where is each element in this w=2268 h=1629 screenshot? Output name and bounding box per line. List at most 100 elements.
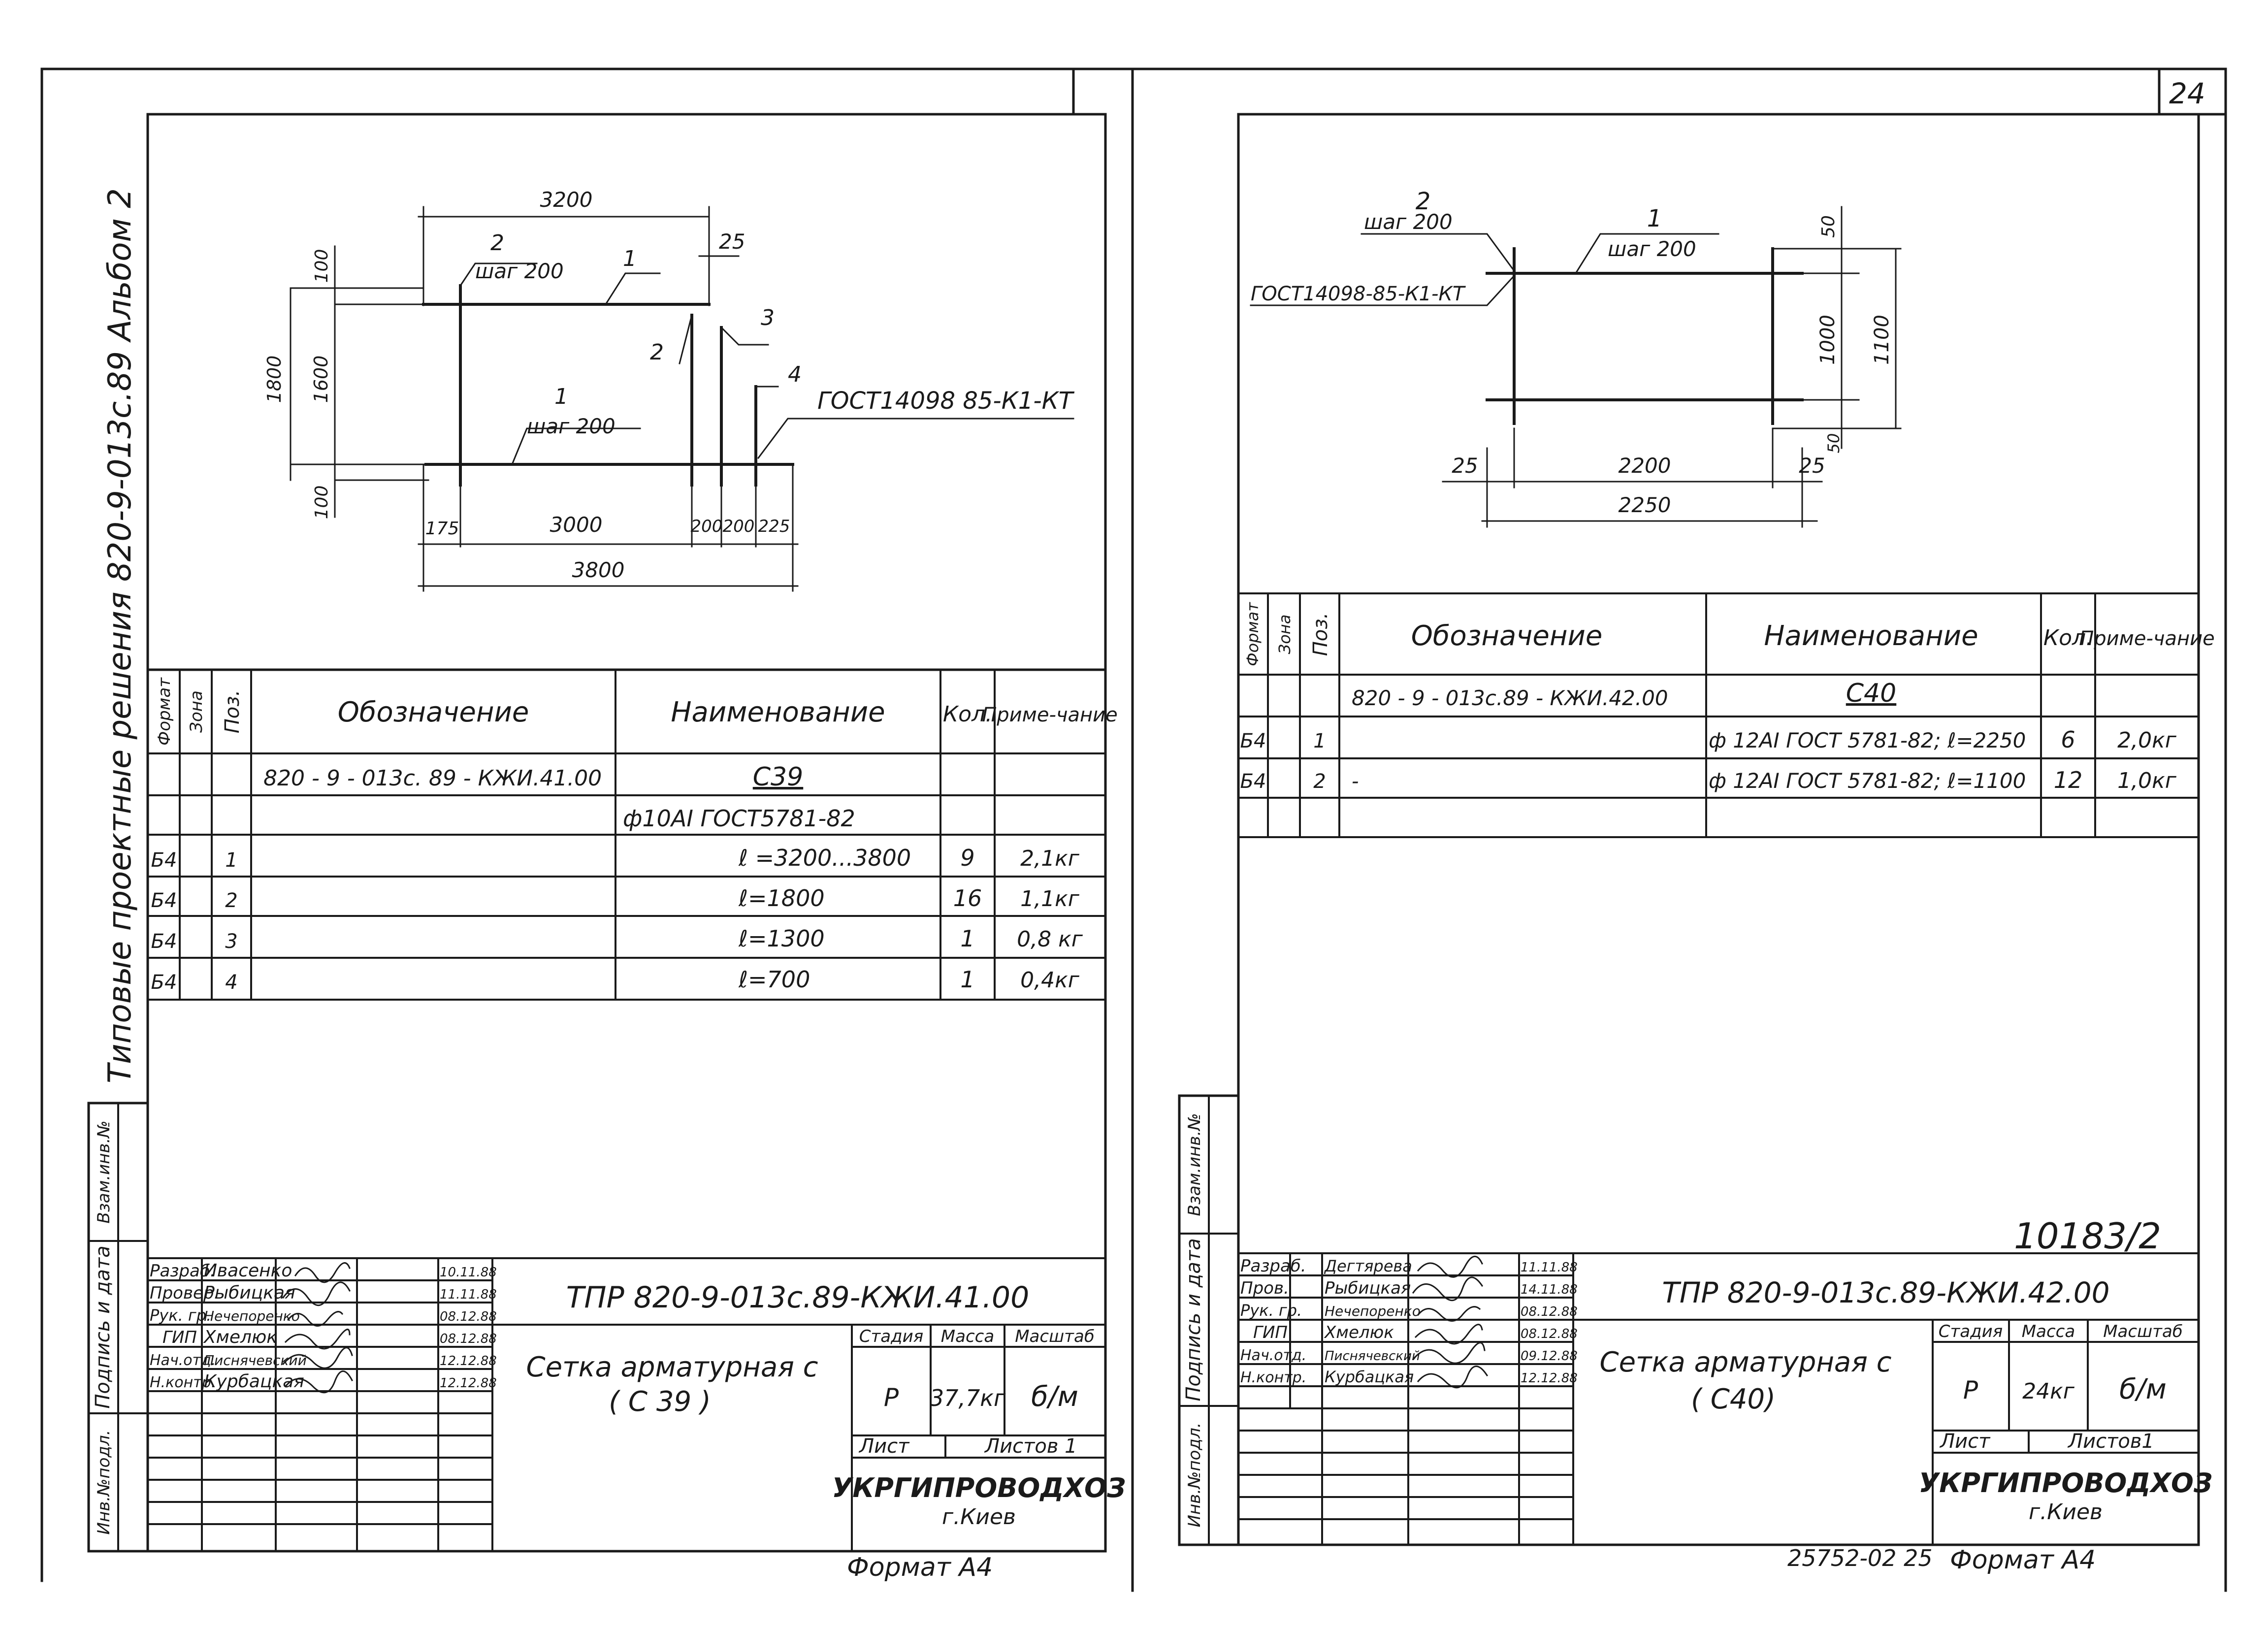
page-frames: [40, 67, 2227, 1592]
stamp-role-3: Рук. гр.: [150, 1306, 211, 1325]
r-row-2-name: ф 12АI ГОСТ 5781-82; ℓ=1100: [1709, 769, 2026, 793]
side-label-replace: Взам.инв.№: [94, 1120, 114, 1223]
stamp-date-6: 12.12.88: [440, 1376, 497, 1391]
stamp-role-5: Нач.отд.: [150, 1352, 216, 1369]
r-stamp-name-4: Хмелюк: [1324, 1323, 1394, 1342]
row-2-format: Б4: [151, 889, 177, 912]
stamp-scale-label: Масштаб: [1015, 1327, 1095, 1346]
dim-3200: 3200: [540, 188, 593, 212]
stamp-date-3: 08.12.88: [440, 1309, 497, 1324]
r-row-2-pos: 2: [1313, 770, 1326, 793]
dim-200b: 200: [723, 517, 755, 536]
row-2-name: ℓ=1800: [738, 885, 825, 912]
stamp-date-2: 11.11.88: [440, 1287, 497, 1302]
label-2-mid: 2: [650, 340, 664, 365]
r-stamp-role-4: ГИП: [1253, 1323, 1288, 1342]
r-stamp-date-5: 09.12.88: [1521, 1349, 1578, 1364]
right-format: Формат А4: [1950, 1545, 2096, 1575]
stamp-city: г.Киев: [942, 1504, 1016, 1530]
r-stamp-code: ТПР 820-9-013с.89-КЖИ.42.00: [1662, 1276, 2109, 1309]
dim-225: 225: [758, 517, 790, 536]
row-3-qty: 1: [960, 925, 974, 952]
r-stamp-scale: б/м: [2119, 1373, 2167, 1405]
r-gost: ГОСТ14098-85-К1-КТ: [1251, 283, 1466, 305]
r-hdr-format: Формат: [1243, 602, 1262, 666]
stamp-mass-label: Масса: [941, 1327, 994, 1346]
r-dim-50-top: 50: [1818, 215, 1839, 238]
left-title-block: Разраб. Ивасенко 10.11.88 Провер. Рыбицк…: [147, 1257, 1126, 1552]
r-side-label-sign: Подпись и дата: [1182, 1238, 1205, 1401]
stamp-org: УКРГИПРОВОДХОЗ: [832, 1472, 1126, 1503]
row-3-name: ℓ=1300: [738, 925, 825, 952]
r-stamp-org: УКРГИПРОВОДХОЗ: [1919, 1467, 2213, 1499]
stamp-title-line1: Сетка арматурная с: [526, 1351, 818, 1383]
dim-100-bot: 100: [312, 486, 332, 520]
footer-code: 25752-02 25: [1787, 1545, 1933, 1571]
label-3: 3: [761, 305, 775, 330]
r-side-label-inv: Инв.№подл.: [1185, 1423, 1204, 1528]
row-1-qty: 9: [960, 845, 974, 871]
row-4-qty: 1: [960, 966, 974, 993]
r-stamp-date-1: 11.11.88: [1521, 1260, 1578, 1275]
r-stamp-mass: 24кг: [2022, 1379, 2075, 1404]
r-stamp-date-3: 08.12.88: [1521, 1304, 1578, 1319]
row-3-pos: 3: [225, 930, 237, 953]
spec-subtitle: ф10АI ГОСТ5781-82: [623, 805, 855, 832]
r-row-2-note: 1,0кг: [2117, 768, 2177, 793]
r-stamp-mass-label: Масса: [2022, 1322, 2075, 1341]
r-stamp-title-line2: ( С40): [1691, 1383, 1776, 1415]
stamp-name-2: Рыбицкая: [204, 1283, 295, 1303]
left-mesh-drawing: 3200 25 2 шаг 200 1 2 3 4 ГОСТ14098 85-К…: [263, 188, 1075, 592]
left-side-stamp: Инв.№подл. Подпись и дата Взам.инв.№: [88, 1102, 149, 1552]
row-4-note: 0,4кг: [1020, 968, 1080, 993]
right-title-block: Разраб. Дегтярева 11.11.88 Пров. Рыбицка…: [1237, 1252, 2213, 1546]
stamp-name-6: Курбацкая: [204, 1371, 304, 1392]
hdr-note: Приме-чание: [982, 704, 1118, 726]
r-hdr-pos: Поз.: [1309, 613, 1332, 656]
r-stamp-date-6: 12.12.88: [1521, 1371, 1578, 1386]
dim-1600: 1600: [310, 356, 332, 403]
page-number: 24: [2169, 77, 2205, 110]
r-stamp-role-3: Рук. гр.: [1240, 1301, 1302, 1320]
r-stamp-scale-label: Масштаб: [2103, 1322, 2183, 1341]
hdr-format: Формат: [155, 677, 174, 746]
r-spec-title: С40: [1846, 679, 1896, 708]
dim-3000: 3000: [550, 513, 603, 537]
row-1-pos: 1: [225, 849, 237, 872]
stamp-code: ТПР 820-9-013с.89-КЖИ.41.00: [566, 1280, 1030, 1315]
r-row-1-pos: 1: [1313, 730, 1326, 752]
signatures: [282, 1262, 354, 1394]
archive-number: 10183/2: [2014, 1215, 2161, 1257]
stamp-sheets-label: Листов 1: [984, 1435, 1077, 1458]
r-stamp-name-6: Курбацкая: [1325, 1368, 1414, 1386]
spec-title: С39: [753, 762, 803, 792]
r-step-1: шаг 200: [1608, 237, 1696, 261]
r-label-1: 1: [1647, 205, 1662, 232]
r-stamp-name-1: Дегтярева: [1324, 1257, 1412, 1275]
r-row-1-format: Б4: [1240, 730, 1266, 752]
stamp-name-1: Ивасенко: [204, 1261, 292, 1281]
r-row-2-format: Б4: [1240, 770, 1266, 793]
r-dim-25-left: 25: [1452, 454, 1478, 478]
r-dim-2200: 2200: [1619, 454, 1671, 478]
r-signatures: [1412, 1255, 1489, 1389]
row-1-name: ℓ =3200...3800: [738, 845, 911, 871]
label-4: 4: [788, 362, 802, 387]
stamp-name-4: Хмелюк: [203, 1327, 277, 1347]
stamp-name-5: Писнячевский: [204, 1352, 307, 1368]
r-dim-1100: 1100: [1871, 315, 1893, 365]
r-dim-50-bot: 50: [1824, 433, 1843, 454]
stamp-date-1: 10.11.88: [440, 1265, 497, 1280]
row-4-name: ℓ=700: [738, 966, 810, 993]
row-2-pos: 2: [225, 889, 237, 912]
r-step-2: шаг 200: [1364, 210, 1453, 234]
r-stamp-name-5: Писнячевский: [1325, 1349, 1420, 1364]
hdr-pos: Поз.: [221, 690, 244, 734]
r-hdr-zone: Зона: [1275, 615, 1294, 654]
gost-weld-note: ГОСТ14098 85-К1-КТ: [817, 387, 1075, 415]
dim-25: 25: [719, 229, 745, 254]
r-label-2: 2: [1416, 188, 1431, 215]
hdr-name: Наименование: [671, 696, 885, 728]
dim-100-top: 100: [312, 249, 332, 283]
stamp-role-4: ГИП: [162, 1328, 197, 1347]
